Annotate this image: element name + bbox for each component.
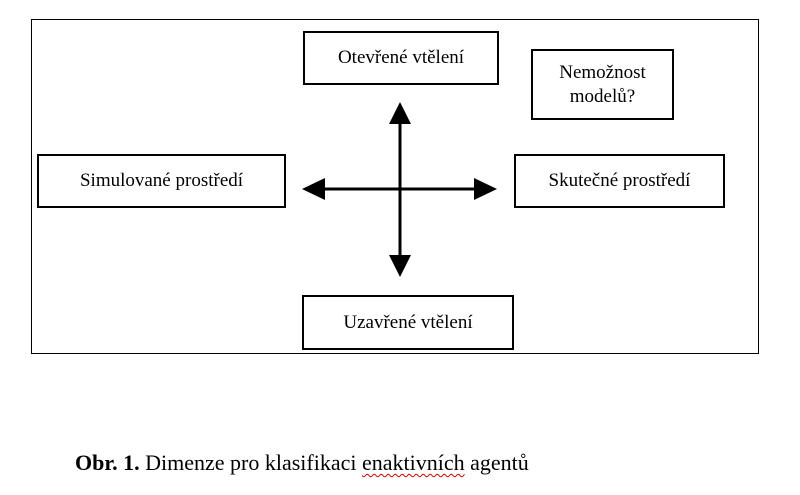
box-simulated-environment: Simulované prostředí bbox=[37, 154, 286, 208]
box-real-environment-label: Skutečné prostředí bbox=[548, 170, 691, 192]
arrowhead-right bbox=[474, 178, 497, 200]
arrowhead-left bbox=[302, 178, 325, 200]
figure-caption-spellflagged-word: enaktivních bbox=[361, 450, 465, 475]
box-simulated-environment-label: Simulované prostředí bbox=[79, 170, 244, 192]
figure-caption-label: Obr. 1. bbox=[75, 450, 140, 475]
box-model-impossibility-line1: Nemožnost bbox=[559, 61, 646, 83]
arrowhead-up bbox=[389, 102, 411, 124]
figure-caption: Obr. 1. Dimenze pro klasifikaci enaktivn… bbox=[75, 450, 529, 476]
box-real-environment: Skutečné prostředí bbox=[514, 154, 725, 208]
figure-caption-text-part2: agentů bbox=[464, 450, 529, 475]
box-model-impossibility-text: Nemožnost modelů? bbox=[559, 61, 646, 109]
box-open-embodiment: Otevřené vtělení bbox=[303, 31, 499, 85]
box-model-impossibility-line2: modelů? bbox=[569, 85, 636, 107]
box-closed-embodiment: Uzavřené vtělení bbox=[302, 295, 514, 350]
arrowhead-down bbox=[389, 255, 411, 277]
box-closed-embodiment-label: Uzavřené vtělení bbox=[343, 311, 473, 333]
figure-caption-text-part1: Dimenze pro klasifikaci bbox=[139, 450, 362, 475]
box-open-embodiment-label: Otevřené vtělení bbox=[337, 47, 465, 69]
box-model-impossibility: Nemožnost modelů? bbox=[531, 49, 674, 120]
diagram-frame bbox=[31, 19, 759, 354]
